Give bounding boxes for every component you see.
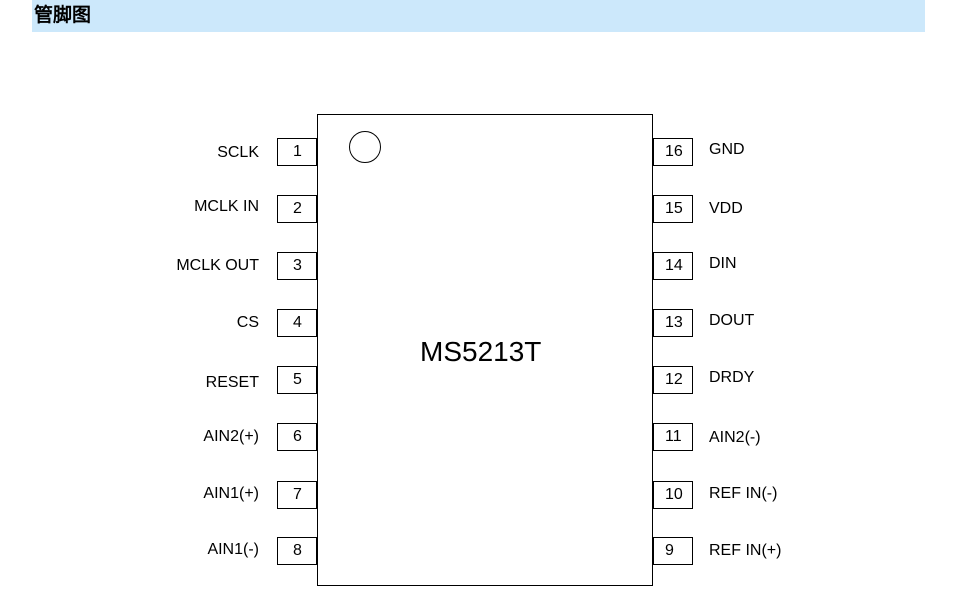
pin-label-3: MCLK OUT xyxy=(176,257,259,274)
pin-number-16: 16 xyxy=(653,138,693,166)
pin-number-8: 8 xyxy=(277,537,317,565)
pin-number-4: 4 xyxy=(277,309,317,337)
pin-label-14: DIN xyxy=(709,255,737,272)
pin-label-1: SCLK xyxy=(217,144,259,161)
pin-number-9: 9 xyxy=(653,537,693,565)
pin-label-16: GND xyxy=(709,141,745,158)
pin-label-9: REF IN(+) xyxy=(709,542,782,559)
pin-number-15: 15 xyxy=(653,195,693,223)
pin-number-5: 5 xyxy=(277,366,317,394)
pin-label-11: AIN2(-) xyxy=(709,429,761,446)
section-title: 管脚图 xyxy=(34,4,92,26)
pin-number-1: 1 xyxy=(277,138,317,166)
pin-number-3: 3 xyxy=(277,252,317,280)
pin-number-12: 12 xyxy=(653,366,693,394)
pin-label-8: AIN1(-) xyxy=(207,541,259,558)
pin-label-2: MCLK IN xyxy=(194,198,259,215)
pin-number-2: 2 xyxy=(277,195,317,223)
pin-label-5: RESET xyxy=(205,374,259,391)
pin-label-6: AIN2(+) xyxy=(203,428,259,445)
pin-label-10: REF IN(-) xyxy=(709,485,778,502)
pin-label-12: DRDY xyxy=(709,369,755,386)
pin-label-13: DOUT xyxy=(709,312,755,329)
pin-number-11: 11 xyxy=(653,423,693,451)
pin-number-13: 13 xyxy=(653,309,693,337)
pin-label-4: CS xyxy=(236,314,259,331)
pin1-notch-marker xyxy=(349,131,381,163)
section-header: 管脚图 xyxy=(32,0,925,32)
pin-number-14: 14 xyxy=(653,252,693,280)
pin-label-7: AIN1(+) xyxy=(203,485,259,502)
pin-label-15: VDD xyxy=(709,200,743,217)
chip-body xyxy=(317,114,653,586)
chip-name: MS5213T xyxy=(420,336,542,367)
pin-number-10: 10 xyxy=(653,481,693,509)
pin-number-6: 6 xyxy=(277,423,317,451)
pin-number-7: 7 xyxy=(277,481,317,509)
